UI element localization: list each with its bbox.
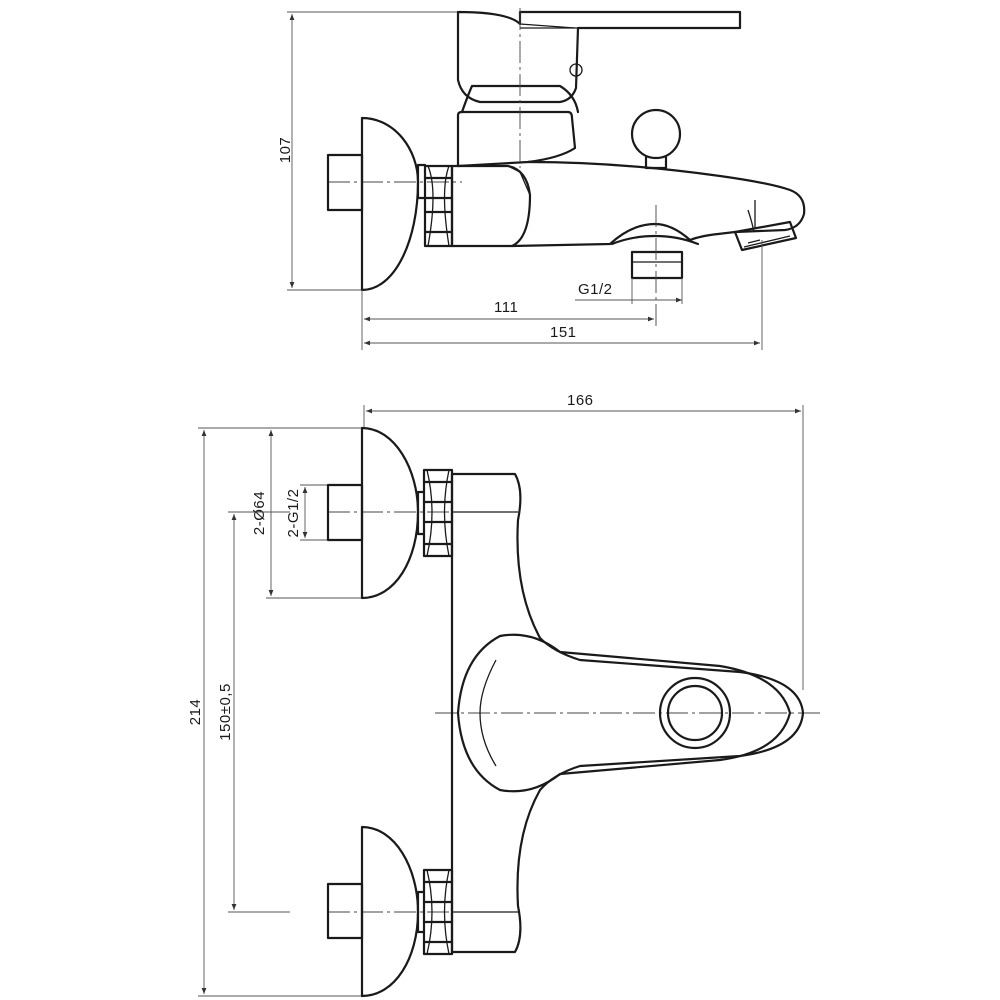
side-aerator — [733, 220, 798, 252]
side-body — [450, 164, 532, 248]
side-cartridge — [456, 110, 577, 168]
dim-label-214: 214 — [187, 699, 204, 726]
side-lever — [456, 10, 742, 104]
side-inlet-pipe — [326, 153, 364, 212]
side-bottom-outlet — [630, 250, 684, 280]
top-lower-inlet-pipe — [326, 882, 364, 940]
side-wall-flange — [360, 116, 420, 292]
side-spout — [510, 160, 806, 248]
dim-label-111: 111 — [494, 299, 518, 316]
top-body — [450, 472, 805, 954]
dim-label-107: 107 — [277, 137, 294, 164]
top-upper-inlet-pipe — [326, 483, 364, 542]
dim-label-diameter: 2-Ø64 — [251, 491, 268, 535]
top-lower-hex-nut — [416, 868, 454, 956]
top-view: 166 214 2-Ø64 2-G1/2 150±0,5 — [187, 392, 820, 998]
top-diverter-button — [658, 676, 732, 750]
dim-label-151: 151 — [550, 324, 577, 341]
top-lower-flange — [360, 825, 420, 998]
dim-label-inlet-thread: 2-G1/2 — [285, 489, 302, 538]
side-view: G1/2 111 151 107 — [277, 8, 806, 350]
top-lever — [456, 633, 792, 793]
top-upper-flange — [360, 426, 420, 600]
dim-label-150: 150±0,5 — [217, 683, 234, 741]
side-diverter-knob — [630, 108, 682, 160]
dim-label-166: 166 — [567, 392, 594, 409]
dim-label-g12: G1/2 — [578, 281, 613, 298]
